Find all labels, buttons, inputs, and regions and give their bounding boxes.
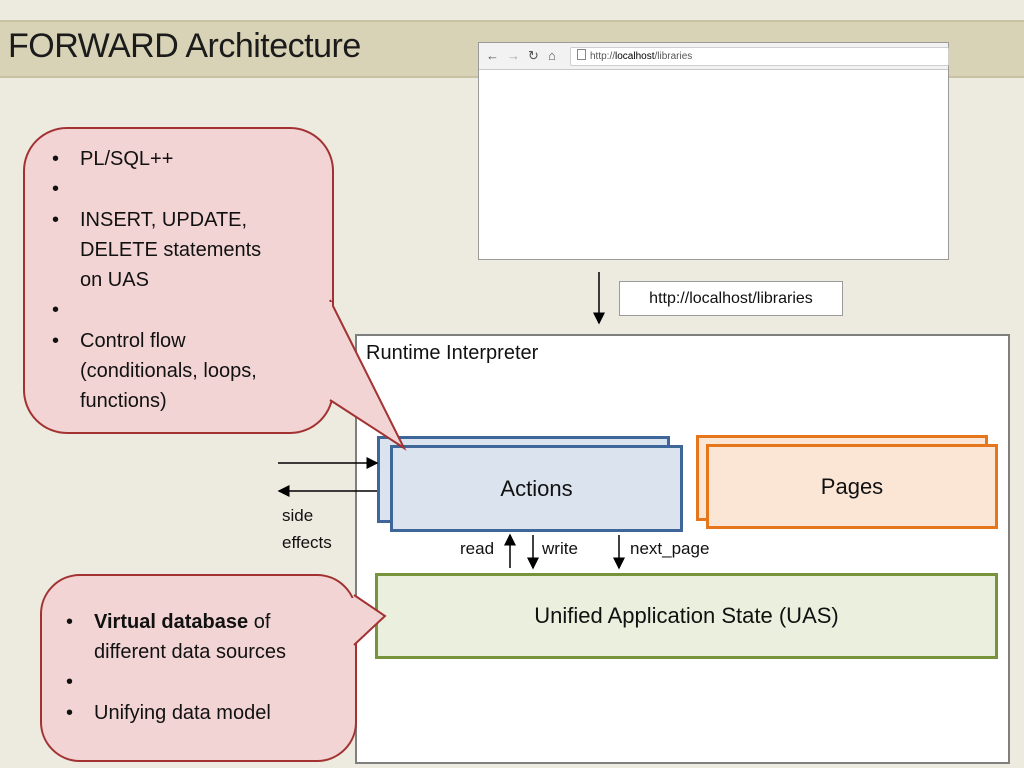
next-page-label: next_page — [630, 539, 710, 558]
address-bar[interactable]: http://localhost/libraries — [570, 47, 949, 66]
request-url-label: http://localhost/libraries — [619, 281, 843, 316]
actions-box: Actions — [390, 445, 683, 532]
actions-callout-list: PL/SQL++ INSERT, UPDATE,DELETE statement… — [50, 144, 310, 416]
reload-icon[interactable]: ↻ — [528, 48, 539, 63]
url-path: /libraries — [654, 51, 693, 62]
side-effects-label-line1: side — [282, 506, 314, 525]
browser-window: ← → ↻ ⌂ http://localhost/libraries — [478, 42, 949, 260]
write-label: write — [542, 539, 578, 558]
page-icon — [577, 49, 586, 60]
uas-label: Unified Application State (UAS) — [534, 603, 839, 628]
url-host: localhost — [615, 51, 655, 62]
read-label: read — [460, 539, 495, 558]
runtime-interpreter-box — [355, 334, 1010, 764]
actions-label: Actions — [500, 475, 573, 501]
uas-callout-tail-mask — [344, 598, 356, 642]
runtime-interpreter-label: Runtime Interpreter — [366, 342, 539, 364]
list-item: PL/SQL++ — [50, 144, 310, 174]
uas-box: Unified Application State (UAS) — [375, 573, 998, 659]
actions-callout-tail-mask — [320, 302, 332, 398]
spacer — [50, 295, 310, 326]
side-effects-label-line2: effects — [282, 533, 332, 552]
spacer — [50, 174, 310, 205]
url-prefix: http:// — [590, 51, 616, 62]
forward-arrow-icon[interactable]: → — [507, 48, 520, 63]
back-arrow-icon[interactable]: ← — [486, 48, 499, 63]
pages-label: Pages — [820, 473, 884, 499]
slide-title: FORWARD Architecture — [8, 27, 361, 65]
list-item: Unifying data model — [64, 698, 349, 728]
list-item: Control flow(conditionals, loops,functio… — [50, 326, 310, 416]
browser-toolbar: ← → ↻ ⌂ http://localhost/libraries — [479, 43, 949, 70]
pages-box: Pages — [706, 444, 998, 529]
spacer — [64, 667, 349, 698]
home-icon[interactable]: ⌂ — [548, 48, 556, 63]
uas-callout-tail — [353, 594, 387, 646]
actions-callout-tail — [329, 299, 407, 451]
